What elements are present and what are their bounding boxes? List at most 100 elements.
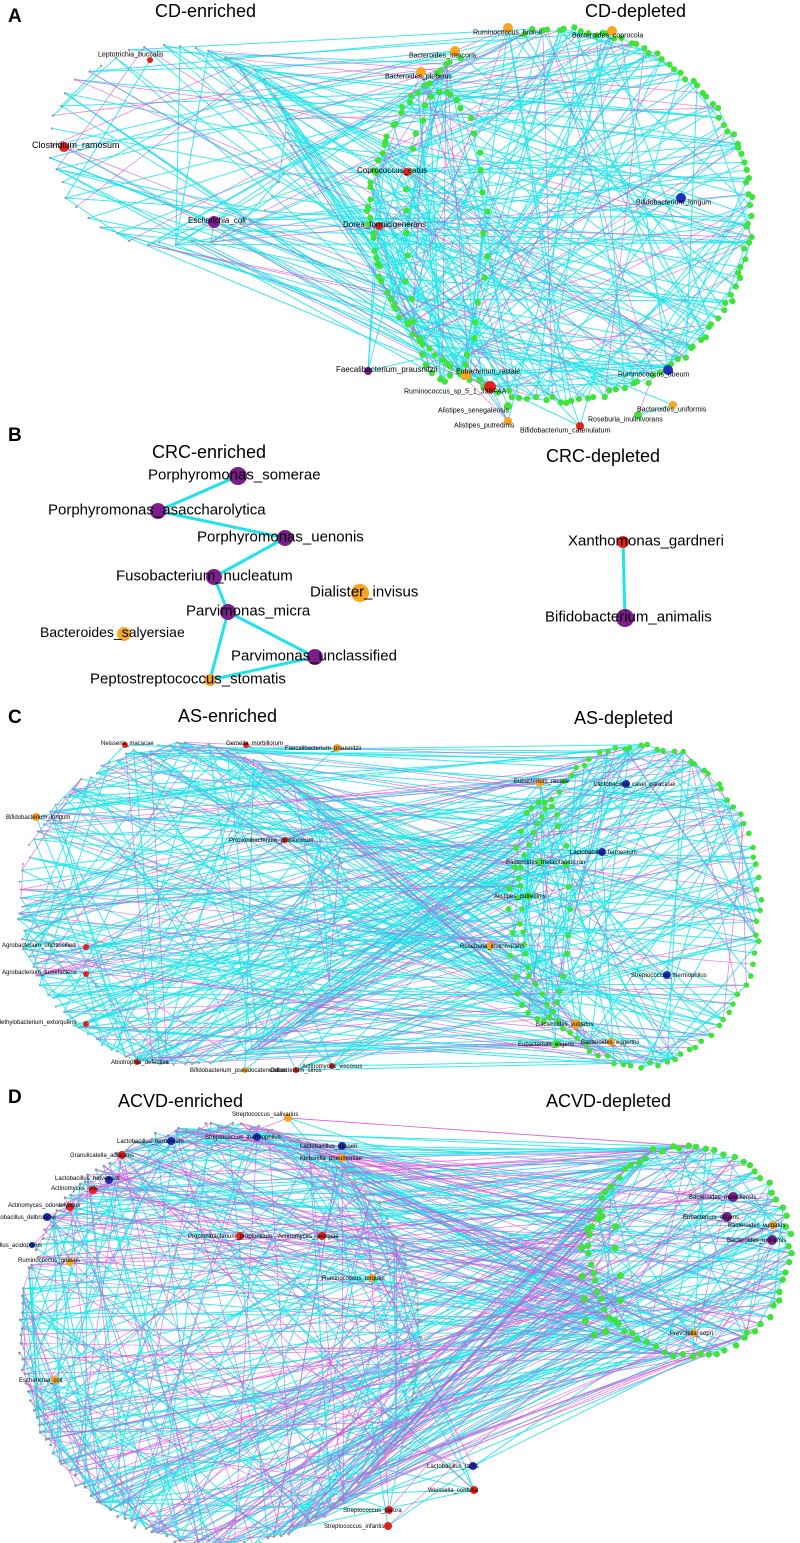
network-edge [480, 169, 580, 400]
minor-node [183, 741, 186, 744]
network-edge [125, 753, 245, 759]
minor-node [110, 1048, 113, 1051]
minor-node [721, 1347, 728, 1354]
minor-node [788, 1250, 795, 1257]
network-edge [52, 1264, 406, 1454]
network-edge [413, 1226, 787, 1395]
network-edge [159, 833, 750, 1065]
taxon-label: Eubacterium_eligens [683, 1215, 739, 1221]
minor-node [598, 1212, 606, 1220]
network-edge [40, 1291, 597, 1433]
taxon-node [622, 780, 630, 788]
minor-node [743, 223, 750, 230]
minor-node [331, 970, 334, 973]
minor-node [395, 1236, 399, 1239]
taxon-label: Streptococcus_parora [343, 1508, 402, 1514]
minor-node [309, 1521, 312, 1524]
minor-node [627, 1161, 634, 1169]
minor-node [166, 1134, 170, 1137]
network-edge [208, 50, 703, 94]
minor-node [494, 389, 501, 396]
minor-node [114, 1151, 118, 1155]
network-edge [178, 1127, 761, 1325]
network-edge [347, 929, 754, 965]
minor-node [314, 1515, 317, 1519]
network-edge [134, 1201, 381, 1528]
minor-node [509, 929, 516, 936]
network-edge [409, 171, 638, 382]
network-edge [61, 1353, 717, 1465]
network-edge [43, 823, 346, 947]
network-edge [144, 46, 654, 376]
minor-node [417, 1302, 420, 1306]
minor-node [457, 55, 464, 62]
network-edge [646, 1145, 690, 1342]
minor-node [55, 1209, 59, 1212]
network-edge [624, 748, 757, 936]
network-edge [36, 819, 326, 976]
minor-node [715, 114, 722, 121]
taxon-node [147, 57, 153, 63]
minor-node [165, 1534, 169, 1538]
network-edge [64, 1197, 199, 1543]
taxon-node [351, 584, 369, 602]
network-edge [56, 168, 374, 234]
network-edge [412, 85, 425, 335]
network-edge [264, 61, 450, 80]
network-edge [109, 1162, 418, 1311]
minor-node [341, 955, 344, 957]
minor-node [51, 114, 55, 117]
minor-node [529, 26, 536, 33]
taxon-label: Bifidobacterium_longum [6, 815, 70, 821]
minor-node [404, 1263, 408, 1267]
network-edge [226, 750, 349, 906]
network-edge [264, 38, 615, 211]
minor-node [77, 1026, 80, 1029]
minor-node [738, 811, 744, 817]
taxon-node [51, 1376, 59, 1384]
taxon-label: Porphyromonas_somerae [148, 466, 321, 483]
network-edge [411, 27, 509, 300]
network-edge [429, 82, 736, 288]
network-edge [345, 936, 548, 1005]
network-edge [393, 107, 719, 306]
minor-node [470, 130, 478, 137]
minor-node [274, 769, 277, 772]
network-edge [244, 757, 517, 978]
network-edge [467, 323, 711, 356]
minor-node [341, 861, 344, 864]
minor-node [598, 1194, 605, 1202]
minor-node [633, 40, 640, 48]
taxon-label: Roseburia_inulinivorans [588, 416, 663, 423]
taxon-node [277, 530, 293, 546]
minor-node [149, 750, 152, 753]
minor-node [367, 179, 374, 186]
minor-node [580, 1295, 588, 1303]
minor-node [29, 856, 31, 859]
taxon-node [242, 1067, 248, 1073]
minor-node [544, 1001, 550, 1008]
network-edge [20, 885, 521, 890]
network-edge [85, 973, 168, 1064]
network-edge [407, 277, 485, 325]
minor-node [209, 240, 212, 244]
taxon-node [243, 742, 249, 748]
minor-node [209, 1121, 213, 1125]
network-edge [548, 1016, 651, 1063]
taxon-label: Alistipes_putredinis [454, 422, 515, 429]
network-edge [637, 404, 674, 416]
network-edge [556, 1002, 608, 1057]
minor-node [24, 1381, 28, 1385]
network-edge [110, 1146, 697, 1510]
minor-node [689, 1353, 697, 1360]
taxon-node [368, 1274, 376, 1282]
minor-node [629, 1330, 636, 1337]
minor-node [388, 1443, 392, 1447]
network-edge [621, 541, 627, 619]
minor-node [239, 1122, 243, 1126]
taxon-label: Alistipes_senegalensis [438, 407, 509, 414]
minor-node [705, 1351, 712, 1358]
minor-node [342, 1499, 345, 1503]
network-edge [75, 1279, 596, 1486]
network-edge [128, 49, 447, 65]
